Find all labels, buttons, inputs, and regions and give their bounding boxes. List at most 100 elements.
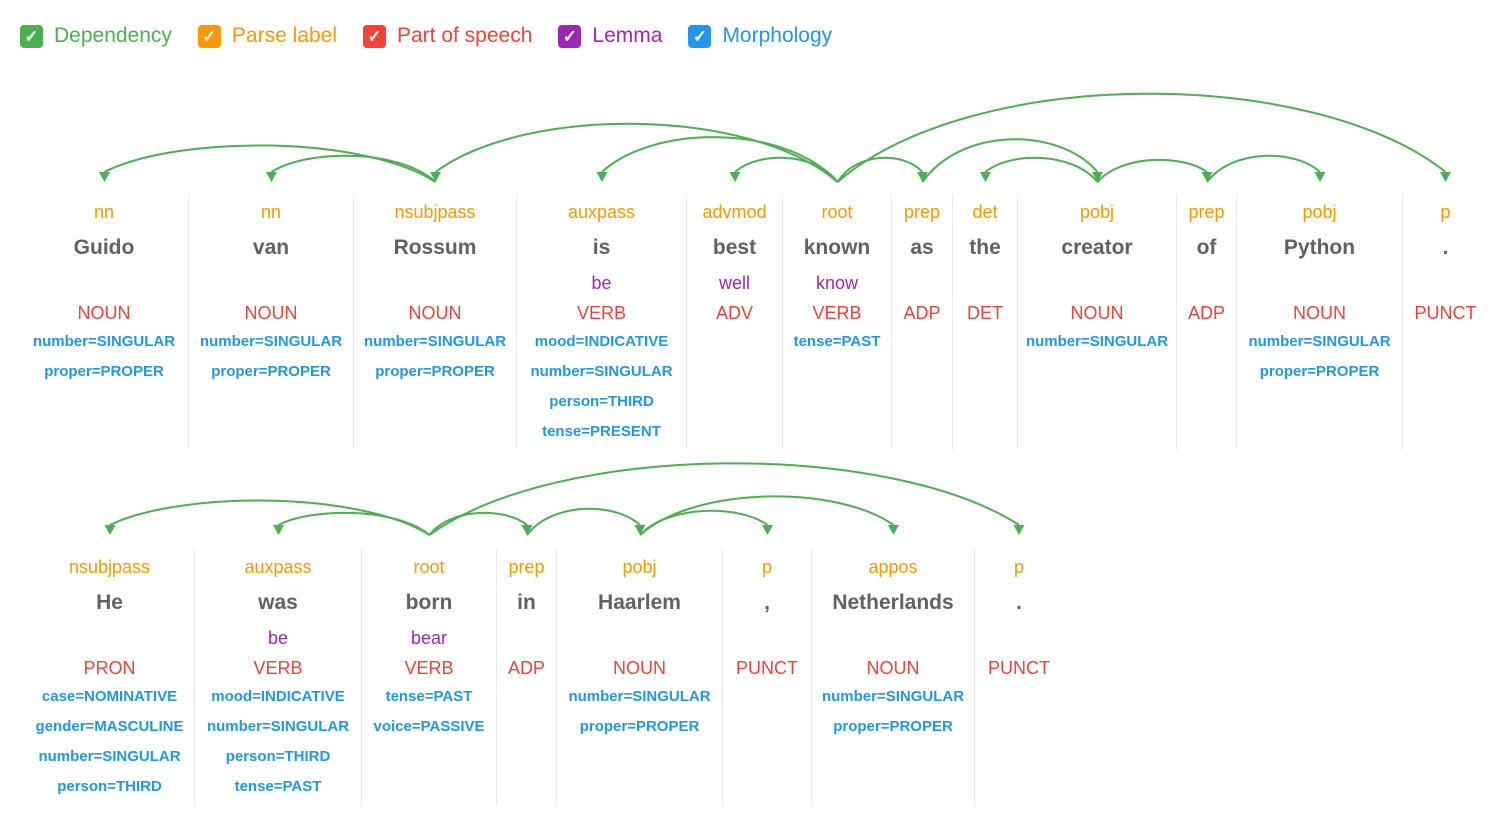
parse-label: nsubjpass [68, 557, 151, 577]
morph-feature: proper=PROPER [1259, 363, 1380, 380]
parse-label: pobj [1079, 202, 1115, 222]
dependency-arc-p [836, 92, 1451, 183]
option-label: Lemma [592, 24, 663, 47]
toggle-lemma[interactable]: ✓Lemma [558, 24, 662, 48]
morph-feature: mood=INDICATIVE [534, 333, 669, 350]
token-pos: NOUN [244, 303, 298, 323]
token-word: Rossum [393, 236, 477, 259]
morph-feature: mood=INDICATIVE [211, 688, 345, 705]
token-lemma: be [591, 273, 612, 293]
token-column--[interactable]: p.PUNCT [1403, 194, 1488, 450]
option-label: Part of speech [396, 24, 533, 47]
toggle-dependency[interactable]: ✓Dependency [20, 24, 172, 48]
dependency-arcs-svg [99, 92, 1451, 183]
parse-label: root [413, 557, 445, 577]
morph-feature: tense=PRESENT [542, 423, 661, 440]
token-word: born [405, 591, 453, 614]
token-pos: NOUN [77, 303, 131, 323]
parse-label: appos [868, 557, 918, 577]
dependency-arc-p [428, 462, 1025, 536]
token-pos: ADP [1187, 303, 1225, 323]
toggle-morphology[interactable]: ✓ Morphology [688, 24, 832, 48]
token-pos: ADV [715, 303, 753, 323]
token-word: the [969, 236, 1001, 259]
arrowhead-icon [917, 172, 928, 182]
parse-label: pobj [622, 557, 657, 577]
arrowhead-icon [729, 172, 741, 182]
dependency-arc-pobj [921, 138, 1103, 183]
checkbox-checked-icon: ✓ [688, 24, 712, 48]
token-column--[interactable]: p,PUNCT [723, 549, 812, 805]
morph-feature: proper=PROPER [211, 363, 331, 380]
morph-feature: tense=PAST [793, 333, 881, 350]
arrowhead-icon [1092, 172, 1103, 182]
parse-label: root [821, 202, 853, 222]
arrowhead-icon [266, 172, 277, 182]
morph-feature: proper=PROPER [375, 363, 495, 380]
checkbox-checked-icon: ✓ [362, 24, 386, 48]
toggle-parse-label[interactable]: ✓Parse label [197, 24, 337, 48]
morph-feature: number=SINGULAR [821, 688, 965, 705]
dependency-arc-auxpass [273, 511, 431, 536]
morph-feature: number=SINGULAR [38, 748, 181, 765]
dependency-arc-prep [836, 156, 928, 183]
token-word: , [764, 591, 770, 614]
checkbox-checked-icon: ✓ [197, 24, 221, 48]
token-pos: VERB [253, 658, 303, 678]
arrowhead-icon [273, 525, 284, 535]
token-word: best [712, 236, 757, 259]
token-word: Haarlem [598, 591, 681, 614]
arrowhead-icon [980, 172, 991, 182]
dependency-arc-nsubjpass [430, 122, 839, 183]
dependency-arc-pobj [526, 507, 646, 536]
morph-feature: tense=PAST [385, 688, 473, 705]
arrowhead-icon [104, 525, 116, 535]
arrowhead-icon [596, 172, 608, 182]
arrowhead-icon [1440, 172, 1451, 182]
arrowhead-icon [1201, 172, 1213, 182]
parse-label: p [1013, 557, 1024, 577]
token-word: of [1196, 236, 1217, 259]
morph-feature: number=SINGULAR [363, 333, 507, 350]
token-column--[interactable]: p.PUNCT [975, 549, 1063, 805]
token-pos: NOUN [1293, 303, 1346, 323]
token-word: creator [1061, 236, 1133, 259]
morph-feature: number=SINGULAR [1248, 333, 1391, 350]
dependency-arcs-svg [104, 462, 1025, 536]
token-pos: NOUN [866, 658, 920, 678]
parse-label: advmod [702, 202, 767, 222]
token-pos: VERB [404, 658, 454, 678]
dependency-arc-prep [428, 511, 533, 536]
morph-feature: proper=PROPER [833, 718, 953, 735]
dependency-arc-pobj [1206, 154, 1326, 183]
dependency-arc-prep [1096, 158, 1213, 183]
token-word: van [252, 236, 290, 259]
parse-label: nn [93, 202, 115, 222]
arrowhead-icon [521, 525, 533, 535]
toggle-part-of-speech[interactable]: ✓ Part of speech [362, 24, 533, 48]
token-pos: ADP [507, 658, 545, 678]
dependency-arc-nn [99, 144, 437, 183]
dependency-arc-appos [639, 495, 899, 536]
token-pos: ADP [903, 303, 941, 323]
option-label: Morphology [722, 24, 833, 47]
